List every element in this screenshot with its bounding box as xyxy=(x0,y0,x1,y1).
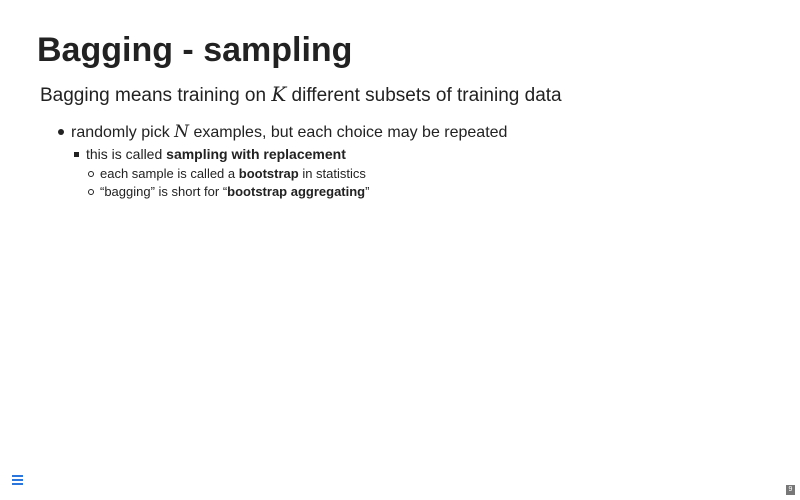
sub-sub-list-item: each sample is called a bootstrap in sta… xyxy=(100,165,366,182)
sub-sub-list-item-text-end: ” xyxy=(365,184,370,199)
sub-sub-list-item-emphasis: bootstrap xyxy=(238,166,299,181)
menu-bar xyxy=(12,475,23,477)
bullet-circle-icon xyxy=(88,171,94,177)
intro-text: Bagging means training on K different su… xyxy=(40,81,562,109)
sub-sub-list-item-emphasis: bootstrap aggregating xyxy=(227,184,366,199)
sub-sub-list-item-text-start: each sample is called a xyxy=(100,166,239,181)
hamburger-menu-icon[interactable] xyxy=(12,474,24,486)
intro-text-end: different subsets of training data xyxy=(286,85,562,106)
menu-bar xyxy=(12,483,23,485)
sub-list-item: this is called sampling with replacement xyxy=(86,145,346,163)
math-variable-n: N xyxy=(174,122,190,142)
sub-list-item-text: this is called xyxy=(86,146,167,162)
sub-sub-list-item: “bagging” is short for “bootstrap aggreg… xyxy=(100,183,369,200)
bullet-square-icon xyxy=(74,152,79,157)
bullet-circle-icon xyxy=(88,189,94,195)
list-item-text-end: examples, but each choice may be repeate… xyxy=(189,124,508,141)
intro-text-start: Bagging means training on xyxy=(40,85,272,106)
list-item-text-start: randomly pick xyxy=(71,124,175,141)
slide-number: 9 xyxy=(786,485,795,495)
sub-list-item-emphasis: sampling with replacement xyxy=(166,146,346,162)
slide-title: Bagging - sampling xyxy=(37,31,353,69)
list-item: randomly pick N examples, but each choic… xyxy=(71,121,507,144)
sub-sub-list-item-text-start: “bagging” is short for “ xyxy=(100,184,228,199)
bullet-disc-icon xyxy=(58,129,64,135)
sub-sub-list-item-text-end: in statistics xyxy=(298,166,366,181)
menu-bar xyxy=(12,479,23,481)
math-variable-k: K xyxy=(271,82,287,106)
